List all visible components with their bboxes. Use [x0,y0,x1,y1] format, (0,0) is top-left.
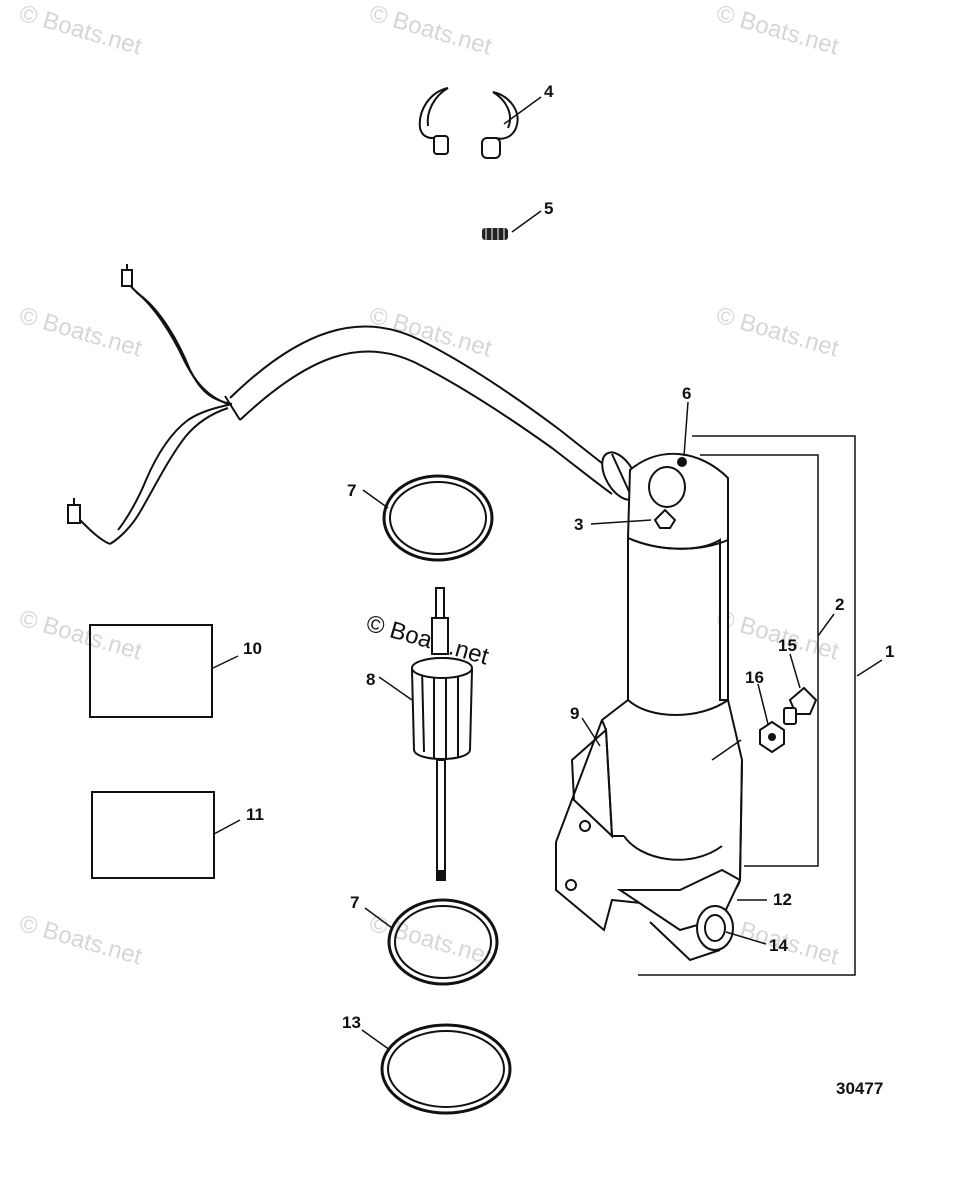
nut [759,720,785,754]
motor-housing [626,452,729,701]
callout-9: 9 [570,704,579,723]
watermark: © Boats.net [16,910,145,971]
callout-4: 4 [544,82,554,101]
callout-5: 5 [544,199,553,218]
assembly-brackets [638,435,856,976]
callout-16: 16 [745,668,764,687]
callout-7-upper: 7 [347,481,356,500]
leader-lines [212,96,883,1051]
watermark: © Boats.net [16,302,145,363]
watermark: © Boats.net [366,910,495,971]
callout-2: 2 [835,595,844,614]
callout-11: 11 [246,805,264,824]
callout-7-lower: 7 [350,893,359,912]
screw [783,686,818,725]
watermark: © Boats.net [713,302,842,363]
callout-3: 3 [574,515,583,534]
brush-springs [418,87,519,159]
watermark: © Boats.net [366,0,495,61]
callout-10: 10 [243,639,262,658]
watermark: © Boats.net [16,605,145,666]
callout-15: 15 [778,636,797,655]
armature [410,587,474,881]
callout-6: 6 [682,384,691,403]
part-10-box [89,624,213,718]
callout-13: 13 [342,1013,361,1032]
o-rings [380,474,512,1115]
watermark: © Boats.net [16,0,145,61]
callout-labels: 1 2 3 4 5 6 7 7 8 9 10 11 12 13 14 15 16 [243,82,894,1032]
end-cap-bracket [555,698,744,962]
part-11-box [91,791,215,879]
figure-number: 30477 [836,1079,883,1098]
watermark: © Boats.net [713,0,842,61]
wiring-harness [67,264,621,545]
callout-14: 14 [769,936,788,955]
callout-8: 8 [366,670,375,689]
callout-1: 1 [885,642,894,661]
callout-12: 12 [773,890,792,909]
brush-spring [482,228,508,240]
